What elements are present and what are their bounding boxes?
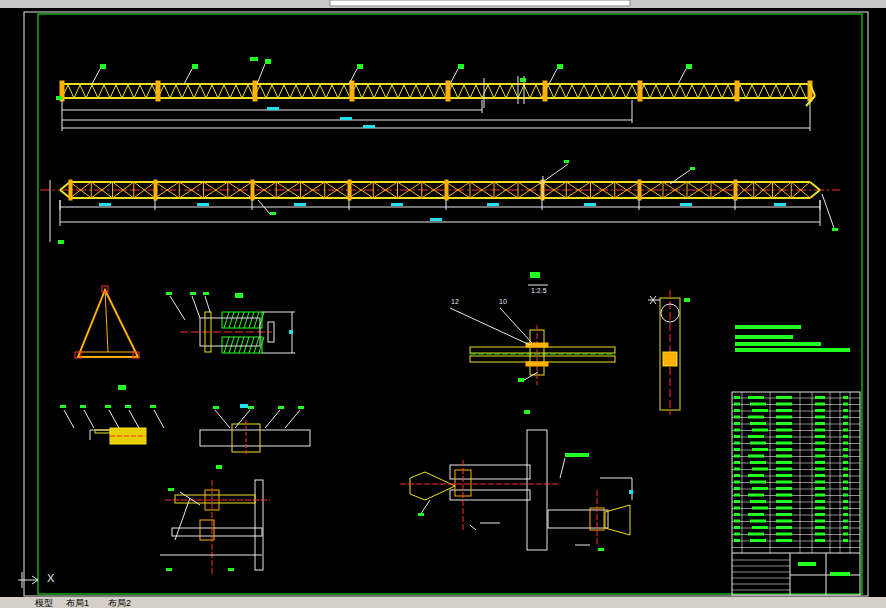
layout-tab: 布局2 [108, 598, 131, 608]
scale-label: 1:2.5 [531, 287, 547, 294]
layout-tab: 布局2 [108, 599, 131, 608]
layout-tab: 布局1 [66, 599, 89, 608]
layout-tab: 模型 [35, 599, 53, 608]
layout-tab: 模型 [35, 598, 53, 608]
axis-label: X [47, 572, 54, 584]
callout-number: 10 [499, 298, 507, 305]
callout-number: 10 [499, 298, 507, 305]
axis-label: X [47, 573, 54, 584]
callout-number: 12 [451, 298, 459, 305]
layout-tab: 布局1 [66, 598, 89, 608]
scale-label: 1:2.5 [531, 287, 547, 294]
callout-number: 12 [451, 298, 459, 305]
